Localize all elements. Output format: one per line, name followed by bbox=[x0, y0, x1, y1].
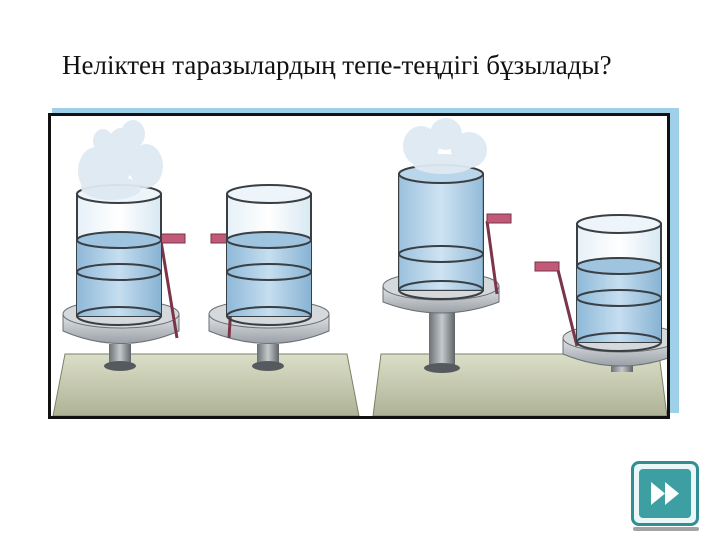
beaker-water bbox=[576, 214, 662, 352]
next-slide-button[interactable] bbox=[631, 461, 699, 526]
steam-cloud bbox=[78, 120, 163, 200]
double-chevron-right-icon bbox=[651, 482, 679, 505]
scene-after bbox=[372, 118, 667, 416]
base-platform bbox=[52, 353, 360, 416]
beaker-hot-water bbox=[76, 184, 162, 326]
balance-illustration bbox=[48, 113, 670, 419]
pan-post bbox=[611, 364, 633, 372]
pan-post bbox=[257, 344, 279, 366]
balance-pointer bbox=[534, 261, 579, 347]
balance-scenes-graphic bbox=[52, 118, 667, 416]
scene-before bbox=[52, 120, 360, 416]
beaker-water bbox=[226, 184, 312, 326]
balance-pointer bbox=[485, 213, 512, 295]
next-button-shadow bbox=[633, 527, 699, 531]
steam-cloud bbox=[403, 118, 487, 174]
beaker-hot-water bbox=[398, 164, 484, 300]
pan-post bbox=[109, 344, 131, 366]
pan-post bbox=[429, 304, 455, 368]
slide-title: Неліктен таразылардың тепе-теңдігі бұзыл… bbox=[62, 50, 612, 80]
